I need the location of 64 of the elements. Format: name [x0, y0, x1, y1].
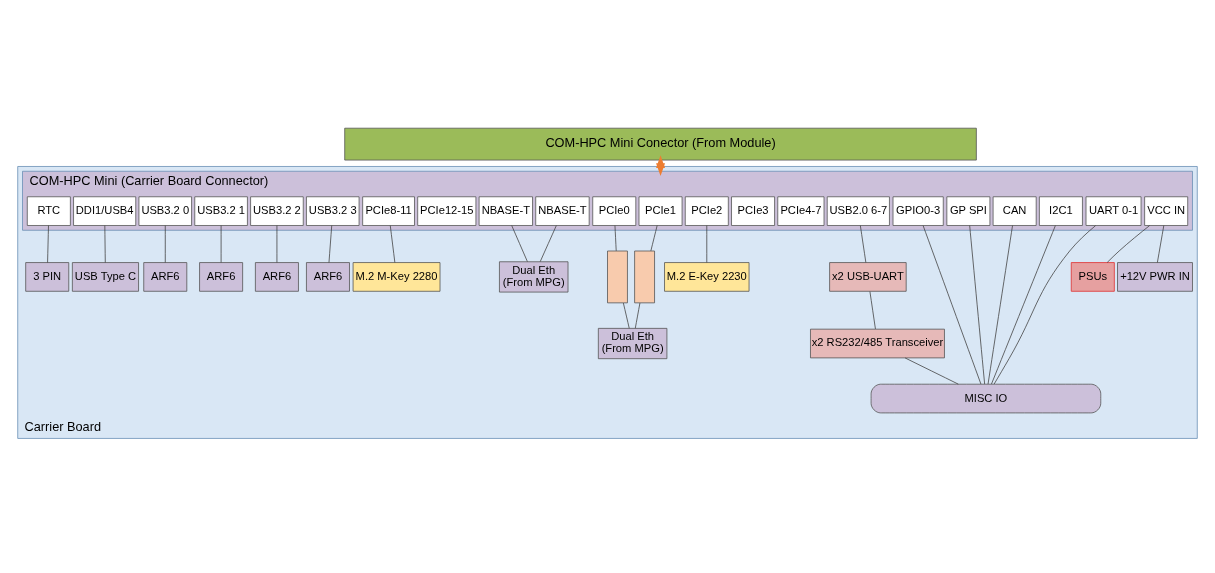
connector	[987, 225, 1013, 385]
node-box: VCC IN	[1144, 196, 1189, 226]
node-box: +12V PWR IN	[1117, 262, 1193, 292]
node-box: M.2 E-Key 2230	[664, 262, 750, 292]
node-box: 3 PIN	[25, 262, 70, 292]
node-box: CAN	[992, 196, 1037, 226]
connector	[869, 291, 876, 330]
node-box: PCIe2	[684, 196, 729, 226]
node-box: NBASE-T	[535, 196, 590, 226]
connector	[389, 225, 396, 263]
connector	[1156, 225, 1165, 263]
node-box: x2 USB-UART	[829, 262, 907, 292]
connector	[104, 225, 106, 263]
node-box	[634, 250, 655, 304]
connector	[47, 225, 49, 263]
node-box: RTC	[26, 196, 71, 226]
connector	[650, 225, 658, 252]
node-box: USB3.2 1	[194, 196, 248, 226]
node-box: PCIe4-7	[777, 196, 825, 226]
node-box: PCIe1	[638, 196, 683, 226]
node-box: NBASE-T	[478, 196, 533, 226]
node-box: ARF6	[199, 262, 244, 292]
node-box: ARF6	[306, 262, 350, 292]
connector	[276, 225, 278, 263]
node-box: UART 0-1	[1085, 196, 1142, 226]
node-box: x2 RS232/485 Transceiver	[810, 328, 945, 359]
node-box: USB3.2 0	[138, 196, 192, 226]
connector	[622, 302, 630, 329]
connector	[164, 225, 166, 263]
connector	[328, 225, 333, 263]
node-box: GPIO0-3	[892, 196, 944, 226]
connector	[511, 225, 528, 263]
connector	[991, 225, 1056, 385]
node-box: GP SPI	[946, 196, 991, 226]
node-box: ARF6	[255, 262, 299, 292]
node-box: USB3.2 3	[306, 196, 360, 226]
connector	[706, 225, 708, 263]
connector	[859, 225, 867, 263]
node-box: MISC IO	[870, 383, 1102, 414]
connector	[539, 225, 557, 263]
node-box	[607, 250, 628, 304]
connector	[993, 225, 1096, 385]
connector	[969, 225, 986, 385]
node-box: PCIe0	[592, 196, 637, 226]
node-box: PCIe3	[731, 196, 775, 226]
node-box: M.2 M-Key 2280	[352, 262, 441, 292]
node-box: COM-HPC Mini Conector (From Module)	[344, 127, 977, 161]
node-box: I2C1	[1038, 196, 1083, 226]
connector	[922, 225, 982, 385]
node-box: ARF6	[143, 262, 188, 292]
node-box: USB Type C	[71, 262, 139, 292]
connector	[634, 302, 641, 329]
node-box: Dual Eth (From MPG)	[499, 261, 569, 293]
node-box: PCIe8-11	[362, 196, 415, 226]
connector	[1106, 225, 1150, 263]
node-box: Dual Eth (From MPG)	[597, 327, 668, 360]
node-box: USB2.0 6-7	[826, 196, 890, 226]
node-box: DDI1/USB4	[73, 196, 137, 226]
node-box: PCIe12-15	[417, 196, 477, 226]
node-box: USB3.2 2	[250, 196, 304, 226]
connector	[220, 225, 222, 263]
connector	[614, 225, 617, 252]
node-box: PSUs	[1070, 262, 1115, 292]
connector	[904, 357, 959, 385]
